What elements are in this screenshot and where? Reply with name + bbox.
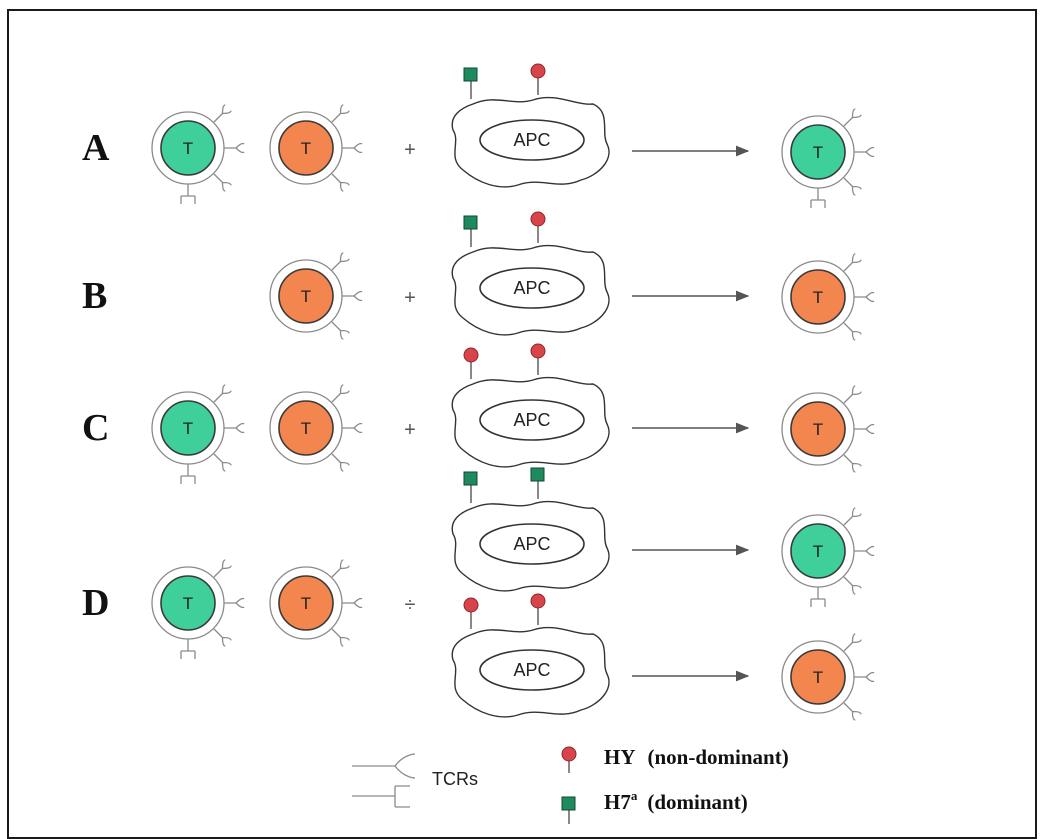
cell-label: T (183, 594, 193, 613)
legend: TCRs HY (non-dominant) H7a (dominant) (352, 745, 789, 824)
cell-label: T (301, 139, 311, 158)
cell-label: T (813, 420, 823, 439)
apc-nucleus (479, 399, 585, 441)
apc-label: APC (513, 130, 550, 150)
t-cell-green: T (151, 559, 245, 659)
h7a-legend-icon (561, 796, 576, 824)
hy-antigen-marker (463, 347, 479, 363)
legend-h7-text: H7a (dominant) (604, 788, 748, 814)
legend-hy-text: HY (non-dominant) (604, 745, 789, 769)
hy-antigen-marker (530, 63, 546, 79)
apc-cell: APC (451, 63, 610, 188)
cell-label: T (183, 139, 193, 158)
t-cell-orange: T (269, 384, 363, 472)
cell-label: T (813, 143, 823, 162)
cell-label: T (813, 668, 823, 687)
h7a-antigen-marker (530, 467, 545, 482)
cell-nucleus (278, 120, 334, 176)
cell-label: T (301, 287, 311, 306)
operator-sign: ÷ (405, 594, 416, 616)
cell-nucleus (278, 575, 334, 631)
apc-nucleus (479, 119, 585, 161)
apc-nucleus (479, 523, 585, 565)
cell-nucleus (790, 269, 846, 325)
legend-h7-note: (dominant) (647, 790, 747, 814)
rows-layer: A T T + APC T B T + APC T C T T + APC T D T T ÷ APC T APC T (82, 63, 875, 721)
cell-nucleus (790, 401, 846, 457)
row-label-c: C (82, 407, 109, 449)
cell-nucleus (790, 649, 846, 705)
operator-sign: + (404, 139, 416, 161)
operator-sign: + (404, 419, 416, 441)
apc-label: APC (513, 410, 550, 430)
cell-nucleus (160, 400, 216, 456)
tcr-symbol-bracket (352, 785, 410, 808)
result-t-cell-orange: T (781, 633, 875, 721)
apc-cell: APC (451, 467, 610, 592)
legend-tcrs-label: TCRs (432, 769, 478, 789)
legend-h7-name: H7 (604, 790, 631, 814)
apc-label: APC (513, 660, 550, 680)
apc-label: APC (513, 534, 550, 554)
h7a-antigen-marker (463, 215, 478, 230)
cell-nucleus (278, 400, 334, 456)
cell-nucleus (790, 523, 846, 579)
h7a-antigen-marker (463, 471, 478, 486)
apc-cell: APC (451, 593, 610, 718)
row-label-b: B (82, 275, 107, 317)
result-t-cell-orange: T (781, 385, 875, 473)
apc-nucleus (479, 649, 585, 691)
h7a-antigen-marker (463, 67, 478, 82)
legend-hy-name: HY (604, 745, 636, 769)
t-cell-orange: T (269, 559, 363, 647)
operator-sign: + (404, 287, 416, 309)
row-label-a: A (82, 127, 110, 169)
result-t-cell-green: T (781, 507, 875, 607)
cell-label: T (301, 419, 311, 438)
hy-antigen-marker (530, 211, 546, 227)
result-t-cell-green: T (781, 108, 875, 208)
cell-nucleus (790, 124, 846, 180)
hy-antigen-marker (530, 593, 546, 609)
row-label-d: D (82, 582, 109, 624)
cell-nucleus (160, 120, 216, 176)
hy-antigen-marker (530, 343, 546, 359)
hy-legend-icon (561, 746, 577, 773)
tcr-symbol-curved (352, 753, 416, 779)
apc-cell: APC (451, 211, 610, 336)
legend-h7-sup: a (631, 788, 638, 803)
cell-nucleus (160, 575, 216, 631)
cell-label: T (813, 288, 823, 307)
t-cell-green: T (151, 384, 245, 484)
cell-label: T (813, 542, 823, 561)
cell-label: T (183, 419, 193, 438)
cell-label: T (301, 594, 311, 613)
hy-antigen-marker (463, 597, 479, 613)
t-cell-orange: T (269, 104, 363, 192)
legend-hy-note: (non-dominant) (648, 745, 789, 769)
t-cell-orange: T (269, 252, 363, 340)
apc-nucleus (479, 267, 585, 309)
result-t-cell-orange: T (781, 253, 875, 341)
apc-cell: APC (451, 343, 610, 468)
cell-nucleus (278, 268, 334, 324)
apc-label: APC (513, 278, 550, 298)
t-cell-green: T (151, 104, 245, 204)
